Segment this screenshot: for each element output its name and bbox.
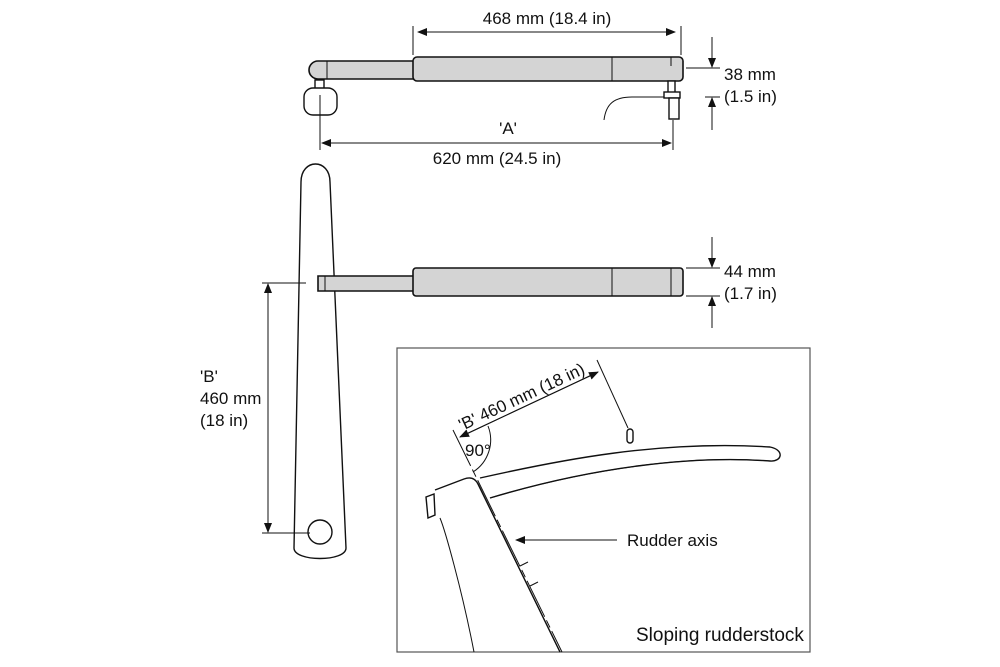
dimension-b-mm: 460 mm	[200, 389, 261, 408]
height-mm-label: 38 mm	[724, 65, 776, 84]
dimension-cylinder-length: 468 mm (18.4 in)	[412, 9, 682, 55]
dimension-height-44: 44 mm (1.7 in)	[686, 237, 777, 328]
tiller-arm	[293, 163, 347, 560]
tiller-bolt-hole	[307, 519, 333, 545]
cylinder-length-label: 468 mm (18.4 in)	[483, 9, 612, 28]
dimension-height-38: 38 mm (1.5 in)	[686, 37, 777, 130]
dimension-b: 'B' 460 mm (18 in)	[200, 282, 310, 534]
side-view-ram	[317, 267, 684, 297]
mounting-pin	[668, 97, 680, 120]
dimension-a-value: 620 mm (24.5 in)	[433, 149, 562, 168]
dimension-b-in: (18 in)	[200, 411, 248, 430]
top-view-ram	[303, 56, 684, 121]
mounting-pin-flange	[663, 91, 681, 99]
height-44-mm-label: 44 mm	[724, 262, 776, 281]
dimension-b-label: 'B'	[200, 367, 218, 386]
inset-caption: Sloping rudderstock	[636, 625, 804, 646]
height-in-label: (1.5 in)	[724, 87, 777, 106]
cylinder	[412, 56, 684, 82]
sloping-rudderstock-inset: 'B' 460 mm (18 in) 90° Rudder axis Slopi…	[396, 347, 811, 653]
dimension-a: 'A' 620 mm (24.5 in)	[319, 95, 674, 168]
height-44-in-label: (1.7 in)	[724, 284, 777, 303]
push-rod	[308, 60, 416, 80]
dimension-a-label: 'A'	[499, 119, 517, 138]
angle-label: 90°	[465, 441, 491, 460]
inset-pin	[626, 428, 634, 444]
rudder-axis-label: Rudder axis	[627, 531, 718, 550]
